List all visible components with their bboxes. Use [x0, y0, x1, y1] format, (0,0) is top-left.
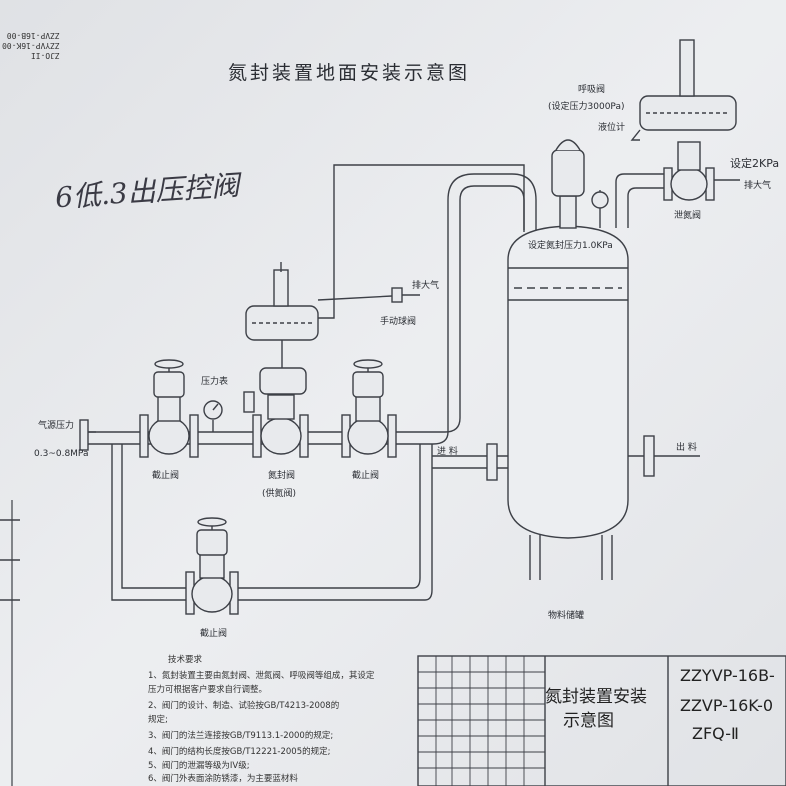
stop-valve-left-shape: [139, 359, 199, 458]
level-gauge-label: 液位计: [598, 123, 626, 133]
note-line: 6、阀门外表面涂防锈漆，为主要蓝材料: [148, 774, 298, 784]
gauge-label: 压力表: [201, 377, 229, 387]
note-line: 4、阀门的结构长度按GB/T12221-2005的规定;: [148, 747, 331, 757]
vent2-label: 排大气: [744, 181, 772, 191]
title-block-name-line: 示意图: [563, 711, 614, 731]
corner-code: ZJO-II ZZYVP-16K-00 ZZVP-16B-00: [2, 30, 60, 60]
note-line: 压力可根据客户要求自行调整。: [148, 685, 268, 695]
title-block-name-line: 氮封装置安装: [545, 687, 647, 707]
title-block-code: ZZVP-16K-0: [680, 696, 774, 715]
stop-valve-bottom-label: 截止阀: [200, 629, 228, 639]
set-2kpa-label: 设定2KPa: [730, 157, 780, 170]
stop-valve-right-label: 截止阀: [352, 471, 380, 481]
stop-valve-bottom-shape: [185, 517, 239, 615]
tank-label: 物料储罐: [548, 611, 585, 621]
note-line: 3、阀门的法兰连接按GB/T9113.1-2000的规定;: [148, 731, 334, 741]
outlet-label: 出 料: [676, 443, 697, 453]
nitrogen-valve-label: 氮封阀: [268, 471, 296, 481]
note-line: 2、阀门的设计、制造、试验按GB/T4213-2008的: [148, 701, 340, 711]
inlet-label: 进 料: [437, 447, 458, 457]
tank-set-label: 设定氮封压力1.0KPa: [528, 241, 613, 251]
nitrogen-valve-sub-label: (供氮阀): [262, 489, 297, 499]
title-block-code: ZFQ-Ⅱ: [692, 724, 739, 743]
note-line: 规定;: [148, 715, 168, 725]
corner-code-line: ZZVP-16B-00: [6, 31, 60, 40]
relief-valve-label: 泄氮阀: [674, 211, 702, 221]
corner-code-line: ZJO-II: [30, 51, 60, 60]
manual-valve-label: 手动球阀: [380, 317, 417, 327]
stop-valve-left-label: 截止阀: [152, 471, 180, 481]
breather-set-label: (设定压力3000Pa): [548, 102, 625, 112]
notes-heading: 技术要求: [168, 655, 203, 665]
note-line: 5、阀门的泄漏等级为IV级;: [148, 761, 250, 771]
gas-pressure-label: 气源压力: [38, 421, 75, 431]
title-block-code: ZZYVP-16B-: [680, 666, 775, 685]
gas-range-label: 0.3~0.8MPa: [34, 449, 89, 459]
title-block-name: 氮封装置安装 示意图: [545, 685, 647, 733]
note-line: 1、氮封装置主要由氮封阀、泄氮阀、呼吸阀等组成，其设定: [148, 671, 375, 681]
vent1-label: 排大气: [412, 281, 440, 291]
drawing-title: 氮封装置地面安装示意图: [228, 62, 471, 84]
corner-code-line: ZZYVP-16K-00: [2, 41, 60, 50]
stop-valve-right-shape: [341, 359, 397, 458]
breather-label: 呼吸阀: [578, 85, 606, 95]
nitrogen-valve-shape: [243, 262, 319, 458]
